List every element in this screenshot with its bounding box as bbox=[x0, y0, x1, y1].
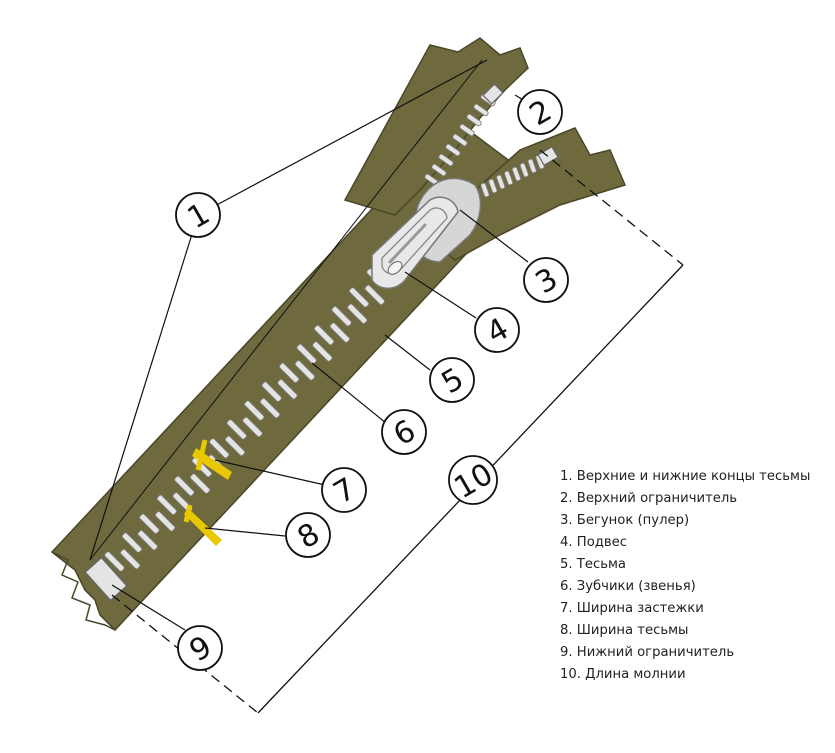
legend-item-3: 3. Бегунок (пулер) bbox=[560, 513, 690, 528]
zipper-tooth bbox=[139, 513, 160, 534]
zipper-tooth bbox=[331, 306, 352, 327]
legend-item-9: 9. Нижний ограничитель bbox=[560, 645, 735, 660]
width-markers bbox=[183, 439, 232, 546]
zipper-tooth bbox=[445, 143, 461, 157]
callout-9: 9 bbox=[177, 625, 223, 671]
legend-item-10: 10. Длина молнии bbox=[560, 667, 686, 682]
zipper-tooth bbox=[224, 435, 246, 457]
zipper-tooth bbox=[244, 400, 265, 421]
zipper-tooth bbox=[364, 284, 385, 306]
zipper-tooth bbox=[488, 178, 498, 194]
legend-item-6: 6. Зубчики (звенья) bbox=[560, 579, 696, 594]
zipper-tooth bbox=[519, 162, 529, 178]
zipper-tooth bbox=[473, 103, 489, 117]
callout-7: 7 bbox=[321, 467, 367, 513]
top-stop-left bbox=[482, 83, 504, 105]
zipper-tooth bbox=[313, 324, 335, 346]
zipper-tooth bbox=[312, 341, 333, 362]
bottom-stop bbox=[84, 556, 128, 602]
callouts: 1 2 3 4 5 6 7 8 bbox=[175, 89, 569, 671]
zipper-slider bbox=[371, 177, 482, 289]
zipper-tooth bbox=[120, 548, 141, 570]
tape-left-branch bbox=[343, 37, 529, 216]
zipper-tooth bbox=[329, 322, 351, 343]
legend: 1. Верхние и нижние концы тесьмы 2. Верх… bbox=[560, 466, 830, 686]
zipper-tooth bbox=[104, 551, 125, 572]
legend-item-8: 8. Ширина тесьмы bbox=[560, 623, 689, 638]
legend-item-4: 4. Подвес bbox=[560, 535, 628, 550]
callout-2: 2 bbox=[517, 89, 563, 135]
zipper-tooth bbox=[511, 166, 522, 182]
callout-1: 1 bbox=[175, 192, 221, 238]
legend-item-2: 2. Верхний ограничитель bbox=[560, 491, 738, 506]
zipper-tooth bbox=[277, 379, 298, 400]
zipper-tooth bbox=[209, 438, 230, 459]
zipper-tooth bbox=[496, 174, 506, 190]
zipper-tooth bbox=[156, 494, 178, 516]
legend-item-5: 5. Тесьма bbox=[560, 557, 626, 572]
callout-3: 3 bbox=[523, 257, 569, 303]
zipper-tooth bbox=[278, 362, 300, 384]
zipper-tooth bbox=[174, 475, 195, 497]
zipper-tooth bbox=[466, 113, 482, 127]
zipper-teeth-right-branch bbox=[480, 154, 545, 198]
zipper-tooth bbox=[121, 532, 143, 553]
callout-8: 8 bbox=[285, 512, 331, 558]
zipper-tooth bbox=[189, 473, 211, 494]
callout-4: 4 bbox=[474, 307, 520, 353]
zipper-tooth bbox=[480, 182, 490, 198]
zipper-tooth bbox=[261, 381, 282, 402]
zipper-tooth bbox=[527, 158, 537, 174]
tape-bottom-end bbox=[51, 551, 116, 631]
legend-item-1: 1. Верхние и нижние концы тесьмы bbox=[560, 469, 811, 484]
zipper-tooth bbox=[452, 133, 468, 147]
zipper-tooth bbox=[431, 163, 447, 177]
callout-6: 6 bbox=[381, 409, 427, 455]
zipper-tooth bbox=[438, 153, 454, 167]
zipper-tooth bbox=[503, 170, 514, 186]
zipper-teeth bbox=[104, 268, 387, 572]
zipper-tooth bbox=[459, 123, 475, 137]
callout-10: 10 bbox=[448, 455, 499, 506]
zipper-tooth bbox=[226, 419, 247, 440]
zipper-tooth bbox=[348, 287, 370, 308]
zipper-tooth bbox=[137, 529, 158, 551]
callout-5: 5 bbox=[429, 357, 475, 403]
zipper-tooth bbox=[347, 303, 368, 325]
zipper-tooth bbox=[154, 511, 176, 532]
zipper-tooth bbox=[242, 416, 263, 438]
zipper-tooth bbox=[294, 360, 316, 381]
zipper-tooth bbox=[296, 343, 317, 365]
legend-item-7: 7. Ширина застежки bbox=[560, 601, 704, 616]
tape-right-branch bbox=[428, 127, 627, 261]
zipper-tooth bbox=[259, 397, 281, 419]
